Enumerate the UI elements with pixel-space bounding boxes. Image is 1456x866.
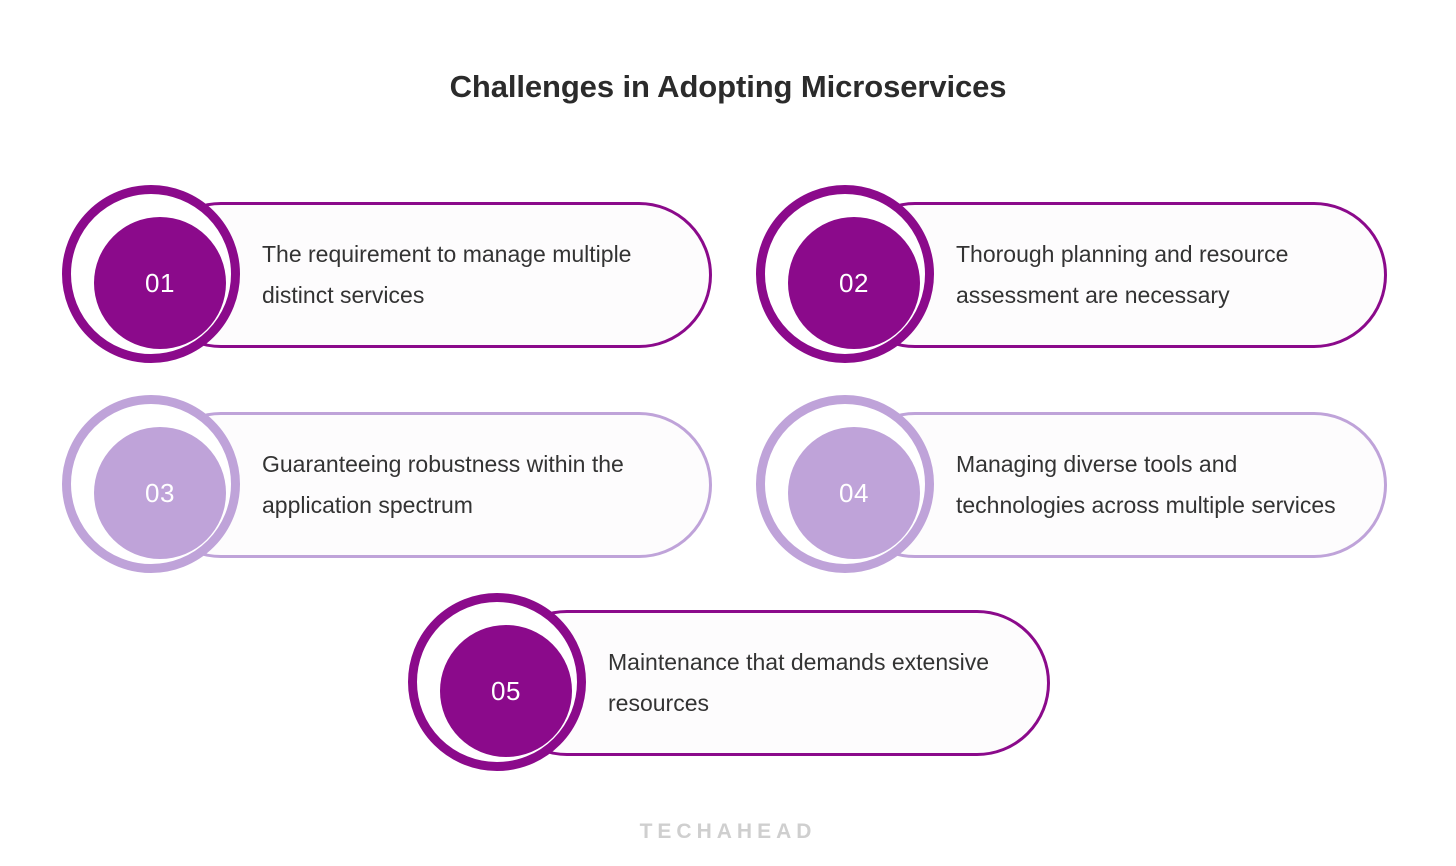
card-text: Guaranteeing robustness within the appli… xyxy=(262,451,624,518)
page-title: Challenges in Adopting Microservices xyxy=(449,69,1007,104)
card-pill xyxy=(148,202,712,348)
brand-watermark: TECHAHEAD xyxy=(639,820,817,843)
card-badge-disc: 04 xyxy=(788,427,920,559)
card-badge-disc: 02 xyxy=(788,217,920,349)
card-number: 02 xyxy=(839,268,869,298)
card-badge-ring: 05 xyxy=(408,593,586,771)
card-text: Thorough planning and resource assessmen… xyxy=(956,241,1289,308)
card-badge-ring: 01 xyxy=(62,185,240,363)
card-badge-ring: 02 xyxy=(756,185,934,363)
challenge-card-05[interactable]: Maintenance that demands extensive resou… xyxy=(408,593,1056,773)
challenge-card-04[interactable]: Managing diverse tools and technologies … xyxy=(756,395,1394,575)
card-text: Maintenance that demands extensive resou… xyxy=(608,649,990,716)
card-number: 01 xyxy=(145,268,175,298)
card-badge-disc: 03 xyxy=(94,427,226,559)
card-badge-ring: 03 xyxy=(62,395,240,573)
challenge-card-03[interactable]: Guaranteeing robustness within the appli… xyxy=(62,395,712,575)
challenge-card-02[interactable]: Thorough planning and resource assessmen… xyxy=(756,185,1394,365)
card-badge-ring: 04 xyxy=(756,395,934,573)
card-number: 04 xyxy=(839,478,869,508)
card-badge-disc: 05 xyxy=(440,625,572,757)
card-text: The requirement to manage multiple disti… xyxy=(262,241,632,308)
card-badge-disc: 01 xyxy=(94,217,226,349)
card-number: 03 xyxy=(145,478,175,508)
challenge-card-01[interactable]: The requirement to manage multiple disti… xyxy=(62,185,712,365)
card-text: Managing diverse tools and technologies … xyxy=(956,451,1336,518)
card-number: 05 xyxy=(491,676,521,706)
card-pill xyxy=(494,610,1050,756)
card-pill xyxy=(148,412,712,558)
